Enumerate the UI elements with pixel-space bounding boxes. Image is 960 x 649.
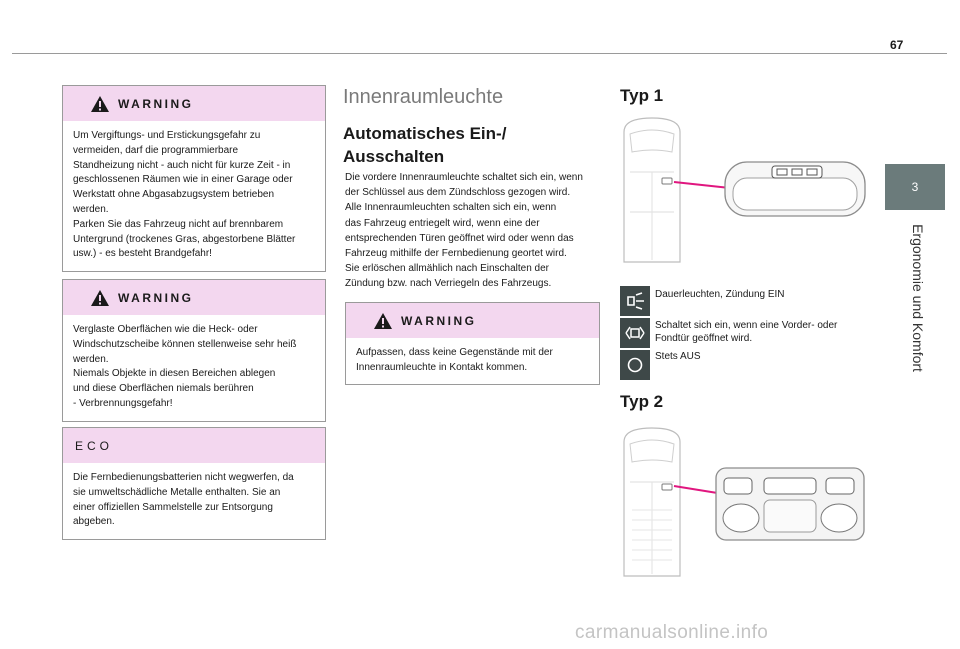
header-rule <box>12 53 947 54</box>
type1-title: Typ 1 <box>620 86 664 105</box>
eco-text: Die Fernbedienungsbatterien nicht wegwer… <box>73 472 294 528</box>
chapter-title: Ergonomie und Komfort <box>910 224 926 372</box>
page-number: 67 <box>890 38 904 52</box>
warning-text: Um Vergiftungs- und Erstickungsgefahr zu… <box>73 130 296 260</box>
section-title: Innenraumleuchte <box>343 86 504 108</box>
courtesy-light-door-icon <box>620 318 650 348</box>
legend-label-door: Schaltet sich ein, wenn eine Vorder- ode… <box>655 320 838 344</box>
warning-box-ventilation: WARNING Um Vergiftungs- und Erstickungsg… <box>62 85 326 273</box>
chapter-number: 3 <box>911 180 919 194</box>
warning-text: Aufpassen, dass keine Gegenstände mit de… <box>356 347 553 373</box>
warning-triangle-icon <box>374 312 392 329</box>
warning-triangle-icon <box>91 95 109 112</box>
watermark: carmanualsonline.info <box>575 622 769 643</box>
warning-header: WARNING <box>346 303 599 338</box>
subsection-title: Automatisches Ein-/ Ausschalten <box>343 124 507 166</box>
warning-box-lamp: WARNING Aufpassen, dass keine Gegenständ… <box>345 302 600 385</box>
type2-illustration <box>623 427 865 577</box>
section-body: Die vordere Innenraumleuchte schaltet si… <box>345 172 583 290</box>
legend-label-off: Stets AUS <box>655 351 701 362</box>
warning-text: Verglaste Oberflächen wie die Heck- oder… <box>73 324 297 409</box>
warning-header: WARNING <box>63 86 325 121</box>
type2-title: Typ 2 <box>620 392 664 411</box>
courtesy-light-permanent-icon <box>620 286 650 316</box>
warning-box-glass: WARNING Verglaste Oberflächen wie die He… <box>62 279 326 422</box>
warning-triangle-icon <box>91 289 109 306</box>
eco-header: ECO <box>63 428 325 463</box>
chapter-tab[interactable]: 3 <box>885 164 945 210</box>
legend-label-permanent: Dauerleuchten, Zündung EIN <box>655 289 785 300</box>
type1-illustration <box>623 117 866 263</box>
eco-box: ECO Die Fernbedienungsbatterien nicht we… <box>62 427 326 541</box>
light-off-icon <box>620 350 650 380</box>
warning-header: WARNING <box>63 280 325 315</box>
